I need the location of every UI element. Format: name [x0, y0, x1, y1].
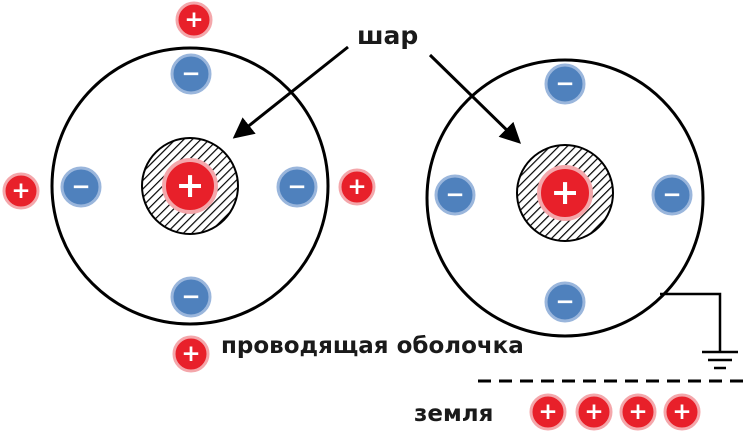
positive-charge-icon: +: [537, 165, 593, 221]
positive-charge-icon: +: [663, 393, 701, 431]
minus-sign: −: [181, 61, 200, 87]
positive-charge-icon: +: [619, 393, 657, 431]
minus-sign: −: [555, 71, 574, 97]
plus-sign: +: [184, 7, 203, 33]
ball-label: шар: [357, 21, 419, 50]
positive-charge-icon: +: [338, 168, 376, 206]
minus-sign: −: [71, 174, 90, 200]
ground-label: земля: [414, 401, 494, 427]
left-conducting-shell: [50, 46, 330, 326]
positive-charge-icon: +: [172, 335, 210, 373]
plus-sign: +: [628, 399, 647, 425]
negative-charge-icon: −: [276, 166, 318, 208]
positive-charge-icon: +: [575, 393, 613, 431]
plus-sign: +: [672, 399, 691, 425]
negative-charge-icon: −: [170, 276, 212, 318]
negative-charge-icon: −: [434, 174, 476, 216]
plus-sign: +: [181, 341, 200, 367]
positive-charge-icon: +: [175, 1, 213, 39]
negative-charge-icon: −: [651, 174, 693, 216]
ground-wire: [660, 292, 722, 352]
minus-sign: −: [181, 284, 200, 310]
negative-charge-icon: −: [170, 53, 212, 95]
plus-sign: +: [347, 174, 366, 200]
plus-sign: +: [550, 173, 579, 213]
plus-sign: +: [175, 166, 204, 206]
conducting-shell-label: проводящая оболочка: [221, 333, 524, 359]
arrow-to-left-ball: [232, 45, 349, 139]
arrow-to-right-ball: [428, 53, 522, 144]
negative-charge-icon: −: [544, 63, 586, 105]
positive-charge-icon: +: [162, 158, 218, 214]
minus-sign: −: [445, 182, 464, 208]
ground-symbol-icon: [702, 350, 738, 370]
right-conducting-shell: [425, 58, 705, 338]
negative-charge-icon: −: [60, 166, 102, 208]
positive-charge-icon: +: [2, 172, 40, 210]
positive-charge-icon: +: [529, 393, 567, 431]
minus-sign: −: [287, 174, 306, 200]
negative-charge-icon: −: [544, 281, 586, 323]
minus-sign: −: [555, 289, 574, 315]
plus-sign: +: [11, 178, 30, 204]
plus-sign: +: [584, 399, 603, 425]
charges-group: + + + + + − − − − + − − − − + + + +: [2, 1, 701, 431]
plus-sign: +: [538, 399, 557, 425]
minus-sign: −: [662, 182, 681, 208]
